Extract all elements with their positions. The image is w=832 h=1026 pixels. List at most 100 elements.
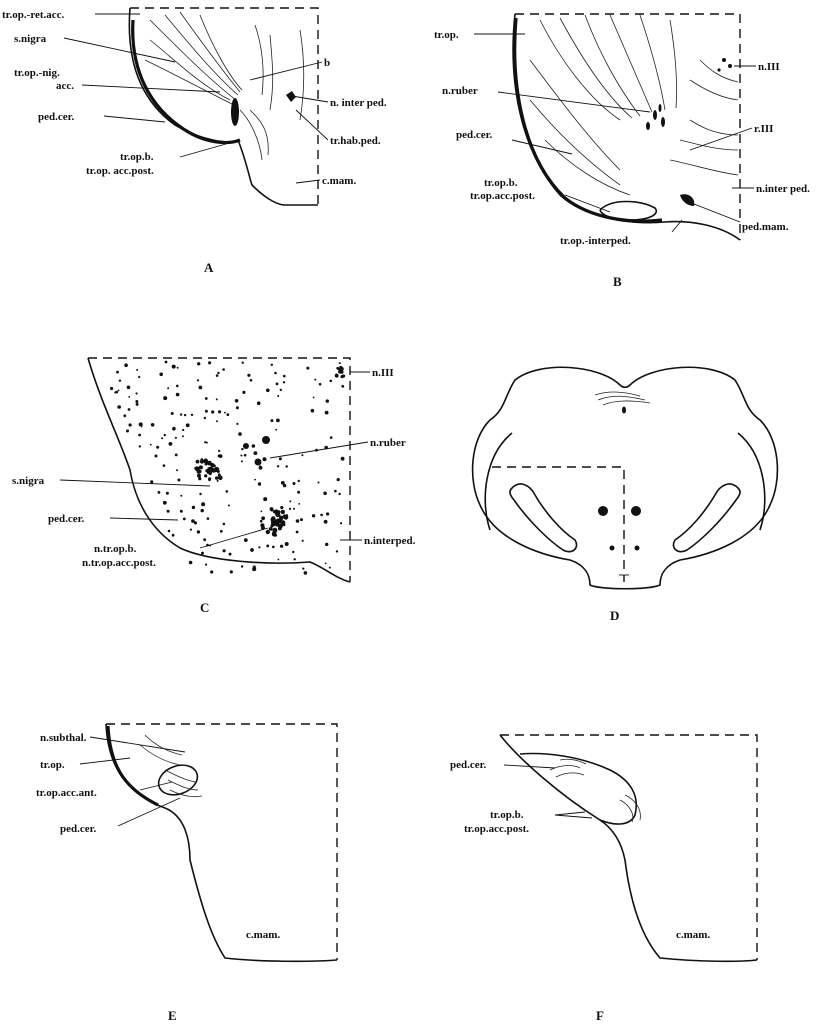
panel-e-leader-n-subthal (90, 737, 185, 752)
panel-e-letter: E (168, 1008, 177, 1023)
panel-f-label-c-mam: c.mam. (676, 929, 710, 941)
panel-d: D (473, 367, 778, 623)
panel-c-leader-s-nigra (60, 480, 210, 486)
panel-a: tr.op.-ret.acc. s.nigra tr.op.-nig. acc.… (2, 8, 387, 275)
panel-c-leader-n-tr-op-b (200, 528, 268, 548)
panel-c-label-ped-cer: ped.cer. (48, 513, 85, 525)
panel-b-label-n-inter-ped: n.inter ped. (756, 183, 810, 195)
panel-e-label-c-mam: c.mam. (246, 929, 280, 941)
panel-d-right-peduncle (673, 484, 740, 552)
panel-e-dashed-border (106, 724, 337, 960)
panel-a-label-acc: acc. (56, 80, 74, 92)
panel-b-n-iii-marks (717, 58, 732, 72)
panel-c-leader-ped-cer (110, 518, 178, 520)
panel-a-leader-tr-op-b (180, 140, 240, 157)
panel-f-dashed-border (500, 735, 757, 960)
panel-f: ped.cer. tr.op.b. tr.op.acc.post. c.mam.… (450, 735, 757, 1023)
panel-f-label-tr-op-acc-post: tr.op.acc.post. (464, 823, 529, 835)
panel-d-nuclei (598, 506, 641, 551)
panel-c-label-n-interped: n.interped. (364, 535, 416, 547)
panel-e-label-n-subthal: n.subthal. (40, 732, 87, 744)
panel-d-section-outline (473, 367, 778, 588)
panel-d-dashed-guide (492, 467, 624, 582)
panel-b-label-tr-op-interped: tr.op.-interped. (560, 235, 631, 247)
panel-e-leader-tr-op-acc-ant (140, 782, 172, 790)
panel-c-label-n-tr-op-acc-post: n.tr.op.acc.post. (82, 557, 156, 569)
panel-b-leader-ped-cer (512, 140, 572, 154)
panel-b-label-ped-mam: ped.mam. (742, 221, 789, 233)
panel-c-letter: C (200, 600, 209, 615)
panel-a-dark-nucleus (231, 98, 239, 126)
panel-a-leader-c-mam (296, 180, 320, 183)
panel-a-leader-s-nigra (64, 38, 175, 62)
panel-f-letter: F (596, 1008, 604, 1023)
panel-c-cell-dots (110, 361, 345, 575)
panel-e-label-tr-op: tr.op. (40, 759, 65, 771)
panel-a-label-tr-op-ret-acc: tr.op.-ret.acc. (2, 9, 65, 21)
panel-b-ped-mam-mark (680, 194, 694, 206)
panel-f-fibres (550, 759, 640, 822)
panel-b-optic-tract (515, 18, 662, 221)
panel-a-label-ped-cer: ped.cer. (38, 111, 75, 123)
panel-e: n.subthal. tr.op. tr.op.acc.ant. ped.cer… (36, 724, 337, 1023)
panel-b-leader-ped-mam (694, 204, 740, 222)
panel-b-label-n-iii: n.III (758, 61, 780, 73)
panel-e-label-tr-op-acc-ant: tr.op.acc.ant. (36, 787, 97, 799)
panel-f-ped-cer-outline (520, 754, 636, 824)
panel-d-right-arc (738, 433, 765, 530)
panel-b-label-tr-op: tr.op. (434, 29, 459, 41)
panel-b-label-n-ruber: n.ruber (442, 85, 478, 97)
panel-b-fibres (530, 15, 738, 195)
panel-b-letter: B (613, 274, 622, 289)
panel-e-label-ped-cer: ped.cer. (60, 823, 97, 835)
panel-f-leader-tr-op-b-2 (555, 815, 592, 818)
panel-d-aqueduct (622, 407, 626, 414)
panel-c-n-ruber-marks (243, 436, 270, 466)
panel-a-label-s-nigra: s.nigra (14, 33, 47, 45)
panel-c-leader-n-ruber (270, 442, 368, 458)
panel-d-left-peduncle (510, 484, 577, 552)
panel-c: n.III n.ruber s.nigra ped.cer. n.interpe… (12, 358, 416, 615)
panel-a-label-tr-op-nig: tr.op.-nig. (14, 67, 60, 79)
panel-d-left-arc (485, 433, 512, 530)
panel-a-label-tr-op-b: tr.op.b. (120, 151, 154, 163)
panel-b-label-tr-op-b: tr.op.b. (484, 177, 518, 189)
panel-f-label-tr-op-b: tr.op.b. (490, 809, 524, 821)
panel-b-n-ruber-marks (646, 104, 665, 130)
panel-f-leader-tr-op-b-1 (555, 812, 585, 815)
panel-d-letter: D (610, 608, 619, 623)
panel-a-label-n-inter-ped: n. inter ped. (330, 97, 387, 109)
panel-b-lower-bulge (600, 202, 656, 221)
panel-c-label-n-tr-op-b: n.tr.op.b. (94, 543, 137, 555)
panel-b-label-ped-cer: ped.cer. (456, 129, 493, 141)
panel-f-label-ped-cer: ped.cer. (450, 759, 487, 771)
panel-a-label-tr-op-acc-post: tr.op. acc.post. (86, 165, 154, 177)
panel-d-fibres (595, 392, 650, 405)
panel-f-section-outline (500, 735, 757, 961)
panel-b-section-outline (513, 14, 740, 240)
panel-a-leader-b (250, 62, 322, 80)
panel-e-leader-tr-op (80, 758, 130, 764)
panel-c-label-n-ruber: n.ruber (370, 437, 406, 449)
panel-b-leader-r-iii (690, 128, 752, 150)
panel-b-label-r-iii: r.III (754, 123, 773, 135)
panel-a-label-c-mam: c.mam. (322, 175, 356, 187)
panel-a-fibres (145, 12, 304, 160)
panel-a-leader-hab-ped (296, 110, 328, 140)
panel-c-label-n-iii: n.III (372, 367, 394, 379)
panel-b-label-tr-op-acc-post: tr.op.acc.post. (470, 190, 535, 202)
panel-b: tr.op. n.III n.ruber ped.cer. r.III tr.o… (434, 14, 810, 289)
panel-e-subthalamic-nucleus (154, 760, 201, 800)
panel-a-leader-inter-ped (292, 96, 328, 102)
panel-b-dashed-border (515, 14, 740, 240)
panel-e-section-outline (106, 724, 337, 961)
panel-e-leader-ped-cer (118, 798, 180, 826)
panel-c-label-s-nigra: s.nigra (12, 475, 45, 487)
panel-a-leader-ped-cer (104, 116, 165, 122)
panel-e-optic-tract (108, 726, 158, 805)
panel-a-leader-nig-acc (82, 85, 220, 92)
panel-a-letter: A (204, 260, 214, 275)
panel-a-label-b: b (324, 57, 330, 69)
panel-a-label-tr-hab-ped: tr.hab.ped. (330, 135, 381, 147)
